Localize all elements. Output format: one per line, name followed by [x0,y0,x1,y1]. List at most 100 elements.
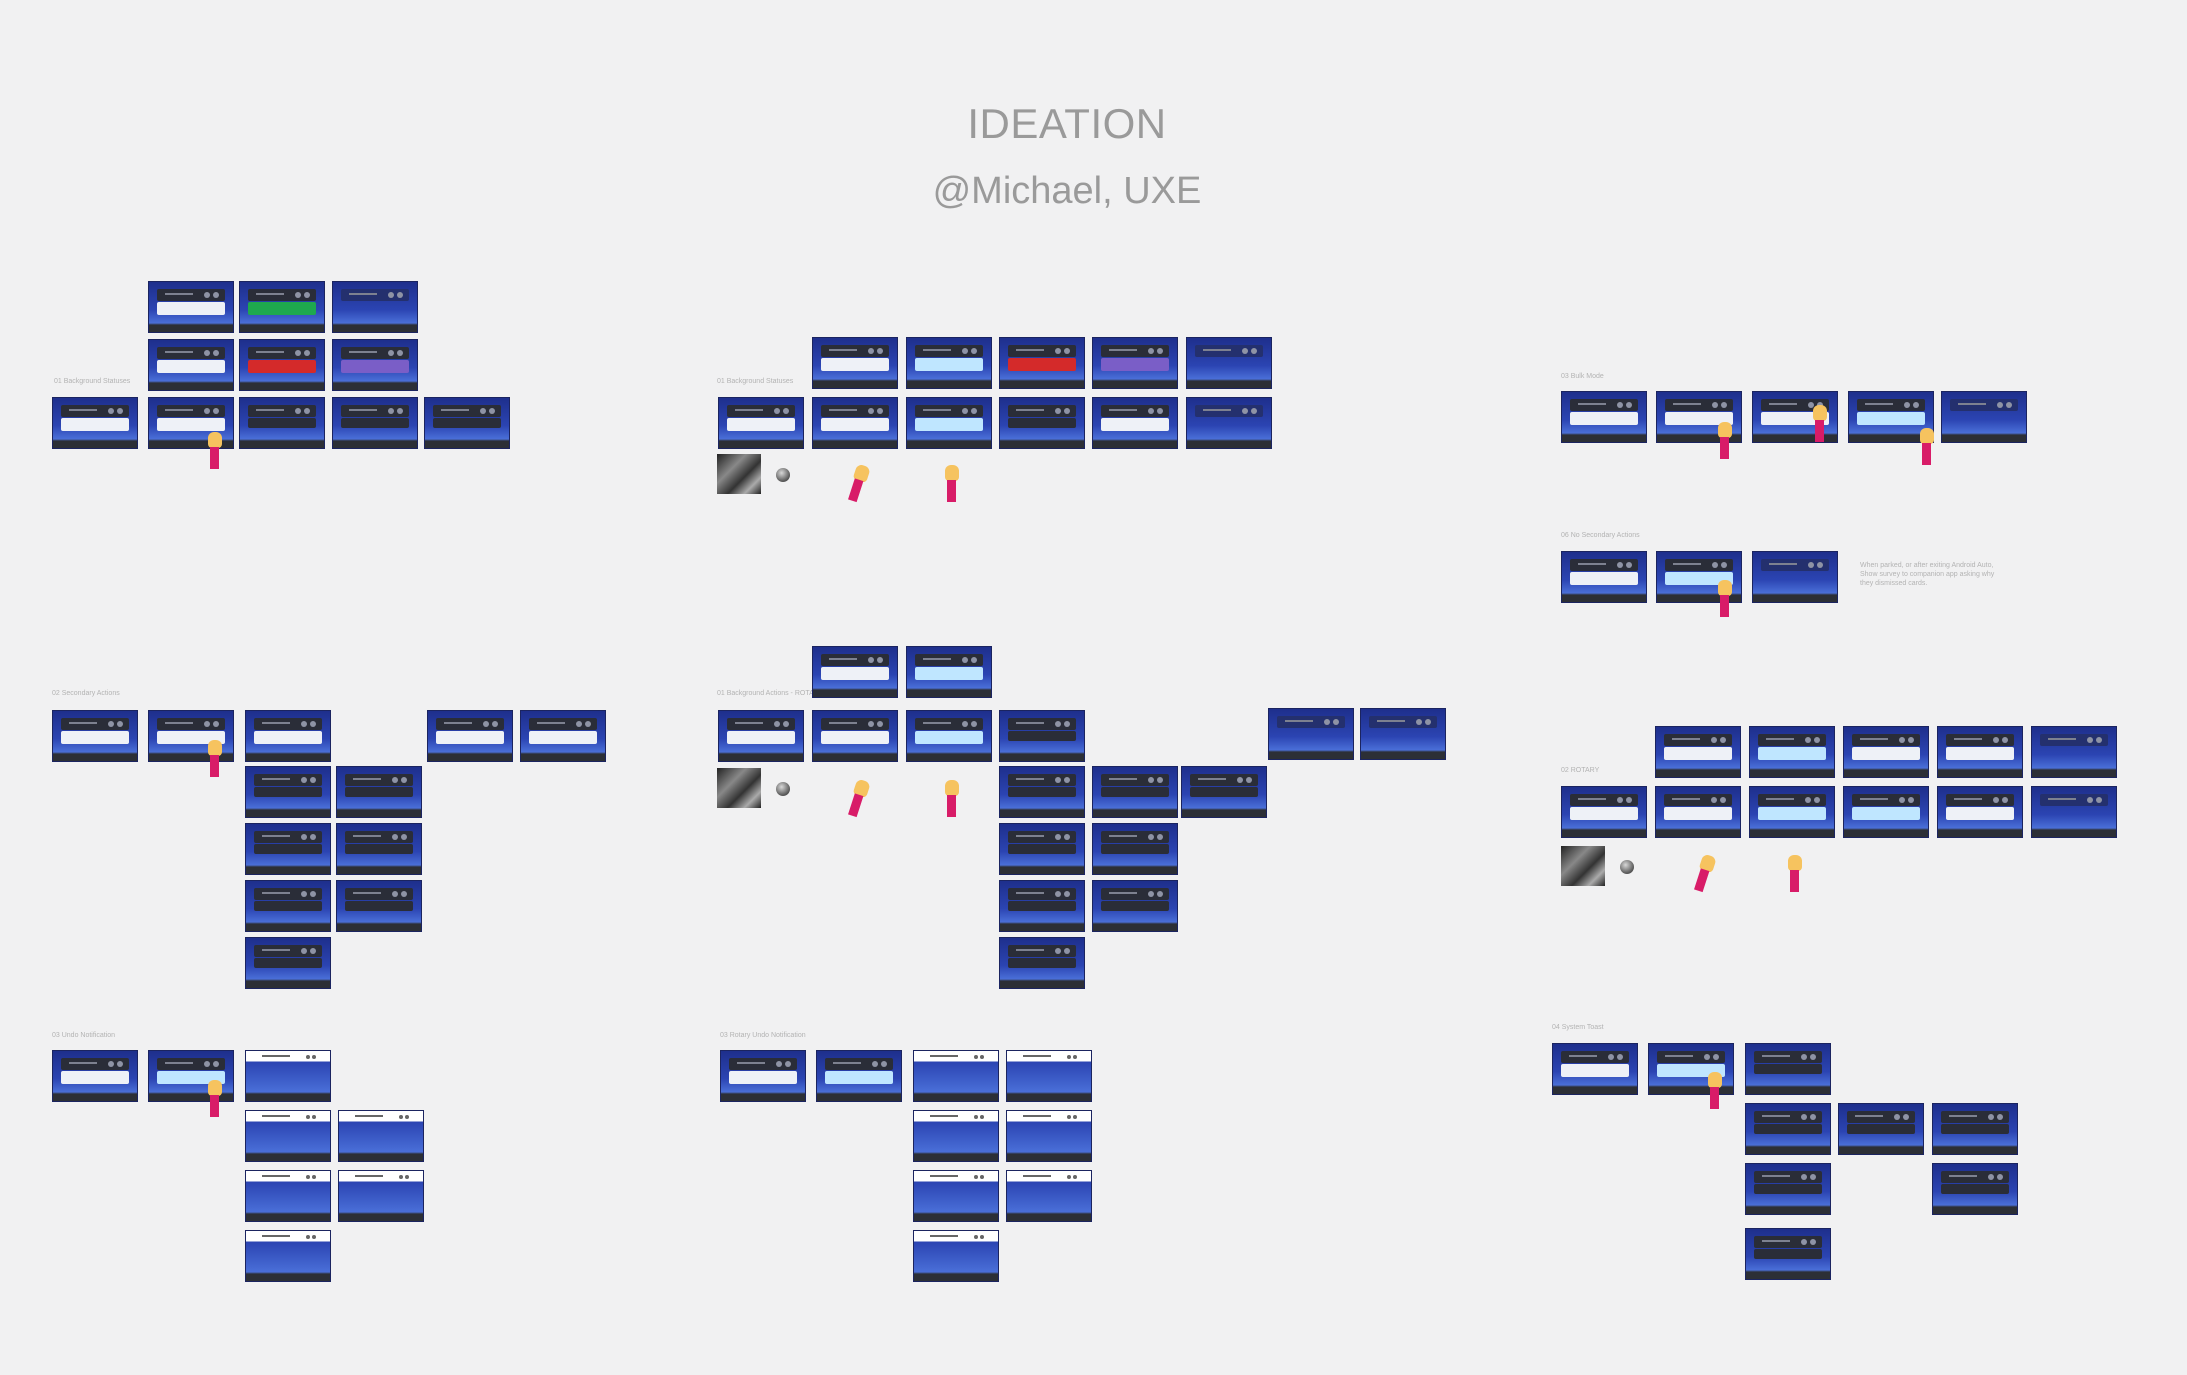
screen-thumbnail[interactable] [1092,766,1178,818]
screen-thumbnail[interactable] [332,397,418,449]
screen-thumbnail[interactable] [1186,397,1272,449]
screen-thumbnail[interactable] [1745,1103,1831,1155]
screen-thumbnail[interactable] [1843,726,1929,778]
screen-thumbnail[interactable] [1006,1050,1092,1102]
screen-thumbnail[interactable] [718,397,804,449]
screen-thumbnail[interactable] [336,880,422,932]
status-bar [1847,1111,1915,1123]
screen-thumbnail[interactable] [913,1110,999,1162]
screen-thumbnail[interactable] [1186,337,1272,389]
status-bar [821,654,889,666]
screen-thumbnail[interactable] [816,1050,902,1102]
screen-thumbnail[interactable] [245,823,331,875]
screen-thumbnail[interactable] [239,339,325,391]
screen-thumbnail[interactable] [812,397,898,449]
screen-thumbnail[interactable] [913,1230,999,1282]
screen-thumbnail[interactable] [1552,1043,1638,1095]
screen-thumbnail[interactable] [1006,1170,1092,1222]
screen-thumbnail[interactable] [148,1050,234,1102]
screen-thumbnail[interactable] [1838,1103,1924,1155]
screen-thumbnail[interactable] [1561,391,1647,443]
screen-thumbnail[interactable] [812,710,898,762]
screen-thumbnail[interactable] [336,823,422,875]
screen-thumbnail[interactable] [1752,551,1838,603]
status-bar [433,405,501,417]
screen-thumbnail[interactable] [245,1170,331,1222]
screen-thumbnail[interactable] [1006,1110,1092,1162]
screen-thumbnail[interactable] [1360,708,1446,760]
screen-thumbnail[interactable] [2031,786,2117,838]
screen-thumbnail[interactable] [1561,786,1647,838]
screen-thumbnail[interactable] [913,1050,999,1102]
screen-thumbnail[interactable] [1655,726,1741,778]
screen-thumbnail[interactable] [1181,766,1267,818]
screen-thumbnail[interactable] [999,823,1085,875]
screen-thumbnail[interactable] [812,337,898,389]
screen-thumbnail[interactable] [1843,786,1929,838]
screen-thumbnail[interactable] [812,646,898,698]
screen-thumbnail[interactable] [424,397,510,449]
screen-thumbnail[interactable] [1749,726,1835,778]
screen-thumbnail[interactable] [1656,551,1742,603]
status-bar [254,774,322,786]
notification-card [345,901,413,911]
screen-thumbnail[interactable] [1937,726,2023,778]
screen-thumbnail[interactable] [999,337,1085,389]
screen-thumbnail[interactable] [148,281,234,333]
screen-thumbnail[interactable] [520,710,606,762]
screen-thumbnail[interactable] [427,710,513,762]
screen-thumbnail[interactable] [1092,397,1178,449]
screen-thumbnail[interactable] [1092,880,1178,932]
notification-card [345,844,413,854]
screen-thumbnail[interactable] [1848,391,1934,443]
screen-thumbnail[interactable] [245,1050,331,1102]
screen-thumbnail[interactable] [52,397,138,449]
notification-card [248,418,316,428]
screen-thumbnail[interactable] [1268,708,1354,760]
screen-thumbnail[interactable] [52,710,138,762]
screen-thumbnail[interactable] [913,1170,999,1222]
screen-thumbnail[interactable] [1745,1163,1831,1215]
screen-thumbnail[interactable] [245,710,331,762]
screen-thumbnail[interactable] [52,1050,138,1102]
screen-thumbnail[interactable] [239,397,325,449]
screen-thumbnail[interactable] [1749,786,1835,838]
screen-thumbnail[interactable] [906,710,992,762]
screen-thumbnail[interactable] [239,281,325,333]
screen-thumbnail[interactable] [1655,786,1741,838]
hand-sleeve [1790,870,1799,892]
screen-thumbnail[interactable] [1745,1228,1831,1280]
screen-thumbnail[interactable] [1745,1043,1831,1095]
screen-thumbnail[interactable] [1937,786,2023,838]
screen-thumbnail[interactable] [906,646,992,698]
screen-thumbnail[interactable] [999,710,1085,762]
screen-thumbnail[interactable] [148,397,234,449]
screen-thumbnail[interactable] [1932,1103,2018,1155]
screen-thumbnail[interactable] [906,337,992,389]
screen-thumbnail[interactable] [1941,391,2027,443]
screen-thumbnail[interactable] [1092,337,1178,389]
screen-thumbnail[interactable] [338,1110,424,1162]
screen-thumbnail[interactable] [245,766,331,818]
screen-thumbnail[interactable] [1932,1163,2018,1215]
screen-thumbnail[interactable] [1561,551,1647,603]
screen-thumbnail[interactable] [336,766,422,818]
screen-thumbnail[interactable] [718,710,804,762]
screen-thumbnail[interactable] [720,1050,806,1102]
screen-thumbnail[interactable] [245,937,331,989]
screen-thumbnail[interactable] [148,339,234,391]
screen-thumbnail[interactable] [332,339,418,391]
screen-thumbnail[interactable] [245,1110,331,1162]
screen-thumbnail[interactable] [999,880,1085,932]
screen-thumbnail[interactable] [999,766,1085,818]
screen-thumbnail[interactable] [906,397,992,449]
screen-thumbnail[interactable] [999,937,1085,989]
screen-thumbnail[interactable] [338,1170,424,1222]
status-bar [61,405,129,417]
screen-thumbnail[interactable] [1092,823,1178,875]
screen-thumbnail[interactable] [245,880,331,932]
screen-thumbnail[interactable] [245,1230,331,1282]
screen-thumbnail[interactable] [332,281,418,333]
screen-thumbnail[interactable] [2031,726,2117,778]
screen-thumbnail[interactable] [999,397,1085,449]
